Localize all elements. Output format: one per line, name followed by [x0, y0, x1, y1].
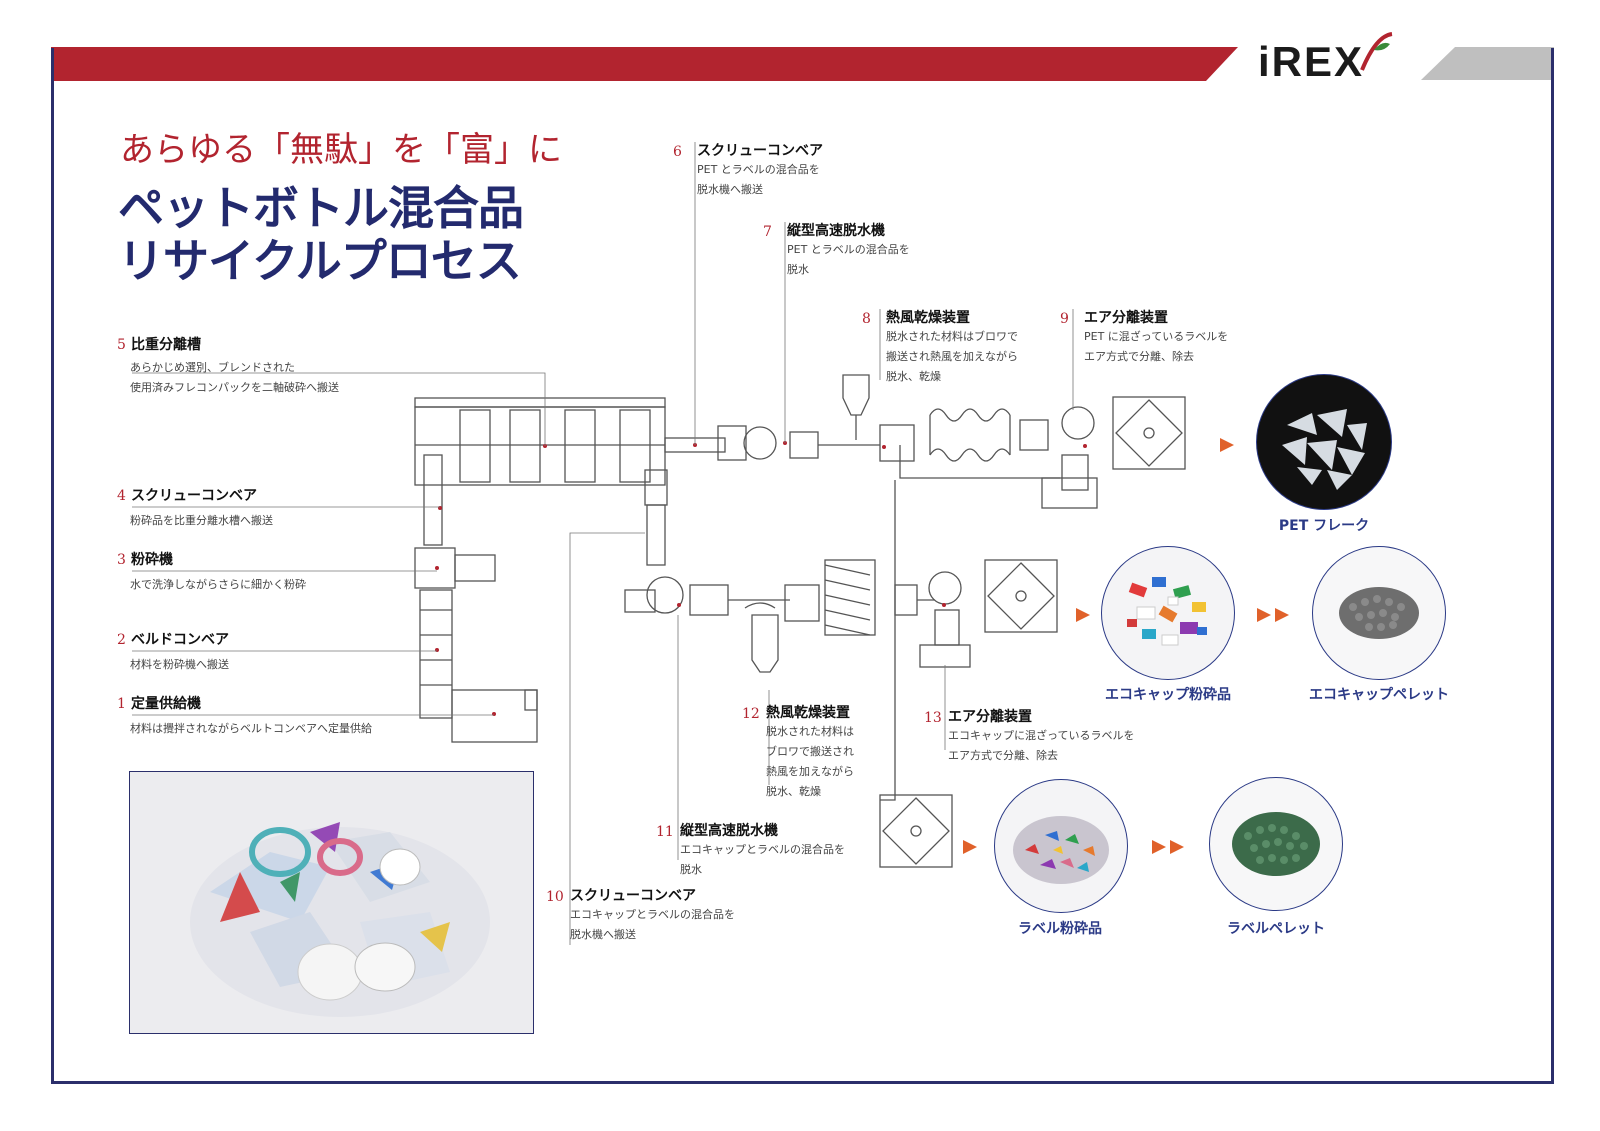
- leader-10: [569, 532, 645, 945]
- irex-logo: iREX: [1258, 38, 1365, 85]
- step-8: 8 熱風乾燥装置 脱水された材料はブロワで搬送され熱風を加えながら脱水、乾燥: [862, 310, 1018, 383]
- title-line2: リサイクルプロセス: [118, 234, 522, 288]
- label-pellet-label: ラベルペレット: [1227, 921, 1325, 937]
- step-10: 10 スクリューコンベア エコキャップとラベルの混合品を脱水機へ搬送: [546, 888, 735, 941]
- cyclone-12: [751, 614, 779, 673]
- air-separator-9: [1061, 406, 1095, 440]
- screw-conveyor-4: [423, 454, 443, 546]
- dryer-coil-8: [929, 408, 1011, 422]
- dryer-coil-12: [824, 564, 871, 636]
- dewater-7: [717, 425, 747, 461]
- mixed-plastic-image: [190, 822, 490, 1017]
- cyclone-8: [842, 374, 870, 416]
- leader-5: [132, 372, 546, 446]
- step-4: 4 スクリューコンベア 粉砕品を比重分離水槽へ搬送: [117, 488, 273, 527]
- arrow-ecocap-2b: [1275, 608, 1289, 622]
- label-crushed-label: ラベル粉砕品: [1018, 921, 1102, 937]
- arrow-label-1: [963, 840, 977, 854]
- silo-label: [879, 794, 953, 868]
- silo-pet: [1112, 396, 1186, 470]
- header-grey-band: [1421, 47, 1554, 80]
- dewater-11: [646, 576, 684, 614]
- step-6: 6 スクリューコンベア PET とラベルの混合品を脱水機へ搬送: [673, 143, 823, 196]
- step-11: 11 縦型高速脱水機 エコキャップとラベルの混合品を脱水: [656, 823, 845, 876]
- tagline: あらゆる「無駄」を「富」に: [120, 130, 562, 170]
- arrow-label-2a: [1152, 840, 1166, 854]
- silo-ecocap: [984, 559, 1058, 633]
- header-band: [51, 47, 1554, 81]
- logo-leaf-icon: [1360, 32, 1393, 71]
- pet-flake-image: [1256, 374, 1392, 510]
- step-5: 5 比重分離槽 あらかじめ選別、ブレンドされた使用済みフレコンパックを二軸破砕へ…: [117, 337, 339, 394]
- screw-conveyor-10: [646, 504, 666, 566]
- air-separator-13: [928, 571, 962, 605]
- page-frame: [51, 48, 1554, 1084]
- step-9: 9 エア分離装置 PET に混ざっているラベルをエア方式で分離、除去: [1060, 310, 1229, 363]
- step-7: 7 縦型高速脱水機 PET とラベルの混合品を脱水: [763, 223, 910, 276]
- pet-flake-label: PET フレーク: [1278, 518, 1370, 534]
- arrow-ecocap-1: [1076, 608, 1090, 622]
- arrow-pet: [1220, 438, 1234, 452]
- quantitative-feeder: [451, 689, 538, 743]
- header-red-band: [51, 47, 1238, 81]
- ecocap-crushed-image: [1101, 546, 1235, 680]
- ecocap-pellet-image: [1312, 546, 1446, 680]
- arrow-label-2b: [1170, 840, 1184, 854]
- label-pellet-image: [1209, 777, 1343, 911]
- arrow-ecocap-2a: [1257, 608, 1271, 622]
- label-crushed-image: [994, 779, 1128, 913]
- ecocap-crushed-label: エコキャップ粉砕品: [1105, 687, 1231, 703]
- step-2: 2 ベルドコンベア 材料を粉砕機へ搬送: [117, 632, 230, 671]
- step-12: 12 熱風乾燥装置 脱水された材料はブロワで搬送され熱風を加えながら脱水、乾燥: [742, 705, 854, 798]
- step-3: 3 粉砕機 水で洗浄しながらさらに細かく粉砕: [117, 552, 306, 591]
- belt-conveyor: [419, 589, 453, 719]
- step-1: 1 定量供給機 材料は攪拌されながらベルトコンベアへ定量供給: [117, 696, 372, 735]
- title-line1: ペットボトル混合品: [118, 181, 524, 235]
- mixed-bottle-photo: [129, 771, 534, 1034]
- step-13: 13 エア分離装置 エコキャップに混ざっているラベルをエア方式で分離、除去: [924, 709, 1135, 762]
- ecocap-pellet-label: エコキャップペレット: [1309, 687, 1449, 703]
